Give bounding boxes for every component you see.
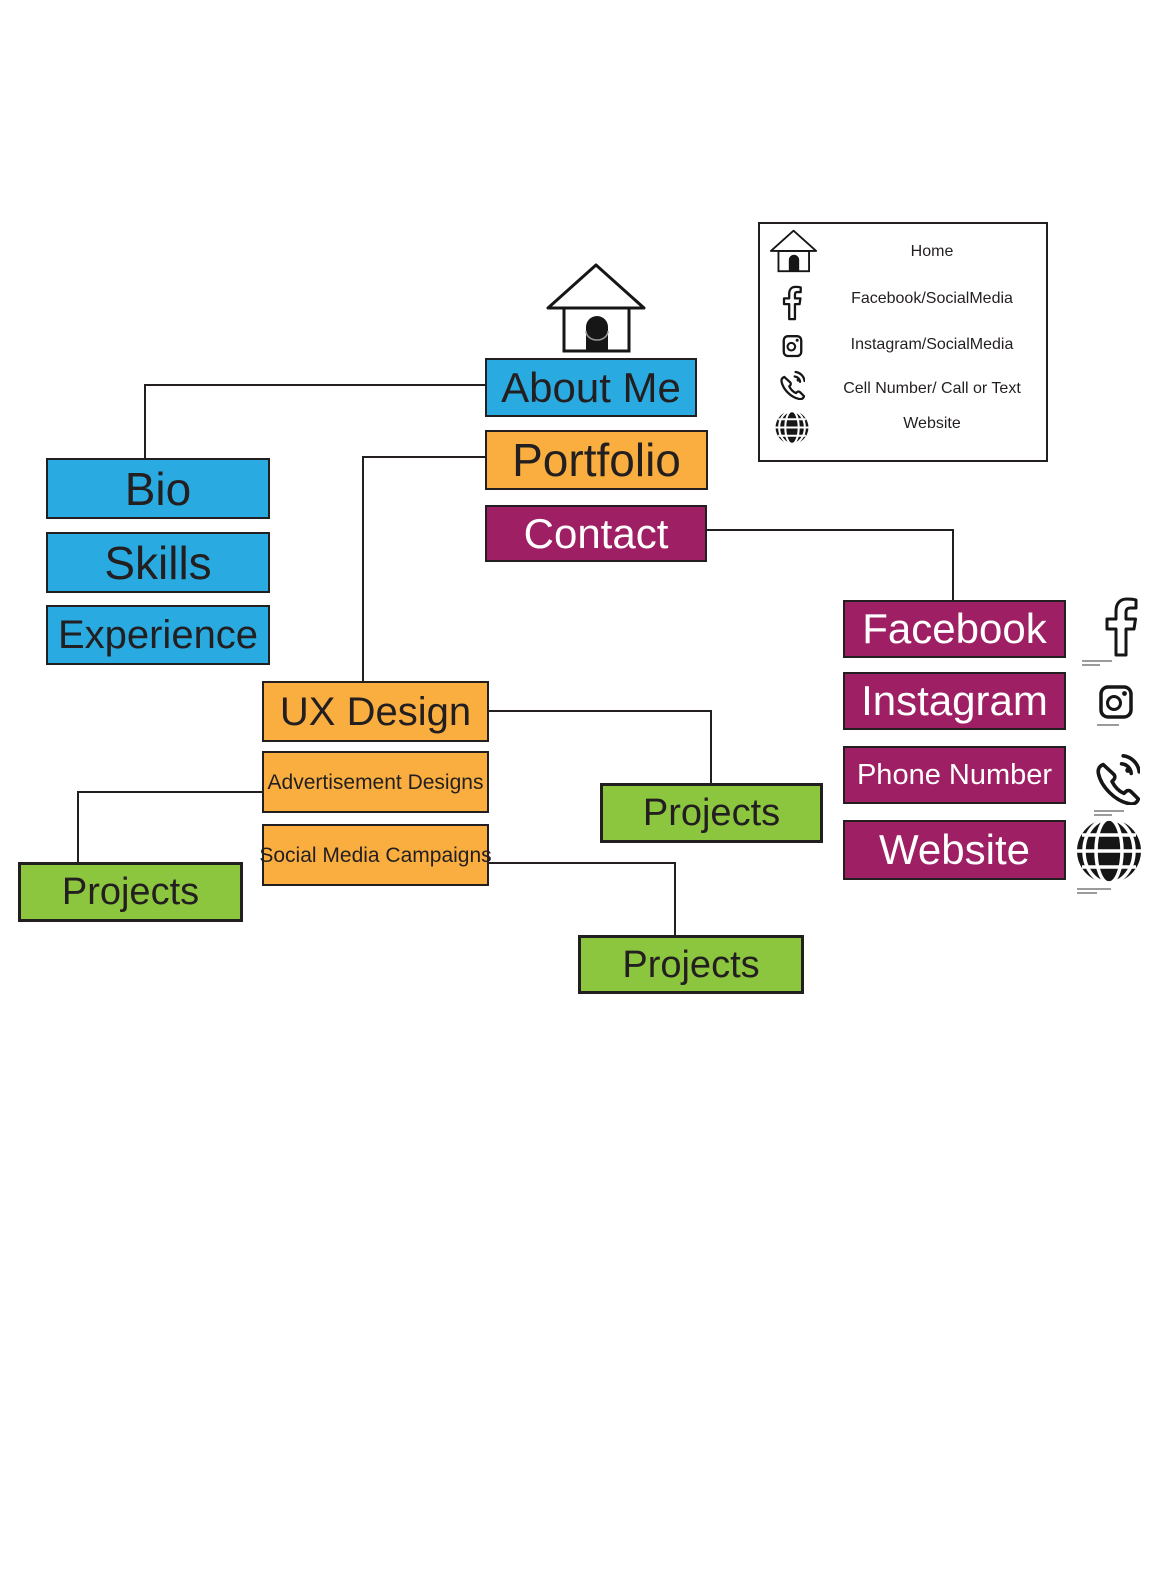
node-label: Bio [124, 462, 192, 515]
legend-label-facebook: Facebook/SocialMedia [851, 290, 1013, 307]
legend-label-instagram: Instagram/SocialMedia [850, 336, 1014, 353]
node-label: Contact [523, 509, 669, 557]
attribution-text [1094, 810, 1124, 818]
node-label: Projects [622, 943, 760, 986]
node-experience: Experience [46, 605, 270, 665]
attribution-text [1082, 660, 1112, 668]
website-icon [774, 408, 810, 452]
connector-line [144, 384, 486, 386]
connector-line [77, 791, 79, 863]
node-skills: Skills [46, 532, 270, 593]
connector-line [77, 791, 262, 793]
node-advertisement-designs: Advertisement Designs [262, 751, 489, 813]
node-label: Instagram [861, 677, 1048, 724]
node-contact: Contact [485, 505, 707, 562]
attribution-text [1097, 724, 1119, 728]
node-ux-design: UX Design [262, 681, 489, 742]
connector-line [707, 529, 954, 531]
node-facebook: Facebook [843, 600, 1066, 658]
node-instagram: Instagram [843, 672, 1066, 730]
connector-line [362, 456, 364, 681]
legend-box: Home Facebook/SocialMedia Instagram/Soci… [758, 222, 1048, 462]
connector-line [710, 710, 712, 783]
facebook-icon [780, 285, 803, 326]
node-label: UX Design [279, 689, 472, 734]
node-label: Experience [57, 613, 259, 657]
node-label: Advertisement Designs [267, 770, 484, 794]
node-label: Projects [642, 792, 781, 834]
node-bio: Bio [46, 458, 270, 519]
node-label: Website [879, 826, 1030, 873]
node-projects-left: Projects [18, 862, 243, 922]
legend-label-phone: Cell Number/ Call or Text [843, 380, 1021, 397]
node-label: Portfolio [512, 434, 681, 486]
connector-line [144, 384, 146, 458]
legend-label-home: Home [910, 243, 954, 260]
attribution-text [1077, 888, 1111, 896]
node-label: Phone Number [856, 758, 1053, 791]
node-website: Website [843, 820, 1066, 880]
facebook-icon [1100, 596, 1140, 663]
connector-line [489, 862, 676, 864]
node-label: Projects [61, 871, 200, 913]
website-icon [1074, 816, 1144, 891]
node-social-media-campaigns: Social Media Campaigns [259, 824, 492, 886]
node-label: Social Media Campaigns [259, 843, 492, 867]
node-portfolio: Portfolio [485, 430, 708, 490]
node-about-me: About Me [485, 358, 697, 417]
node-label: Facebook [862, 605, 1047, 652]
phone-icon [778, 370, 806, 405]
home-icon [546, 260, 648, 354]
legend-label-website: Website [903, 415, 961, 432]
node-projects-middle: Projects [600, 783, 823, 843]
instagram-icon [1098, 684, 1134, 725]
connector-line [674, 862, 676, 935]
connector-line [362, 456, 486, 458]
phone-icon [1092, 753, 1141, 810]
node-label: About Me [501, 363, 681, 411]
instagram-icon [782, 333, 803, 363]
connector-line [489, 710, 711, 712]
home-icon [770, 228, 818, 278]
node-label: Skills [104, 536, 212, 589]
node-projects-bottom: Projects [578, 935, 804, 994]
node-phone-number: Phone Number [843, 746, 1066, 804]
connector-line [952, 529, 954, 600]
